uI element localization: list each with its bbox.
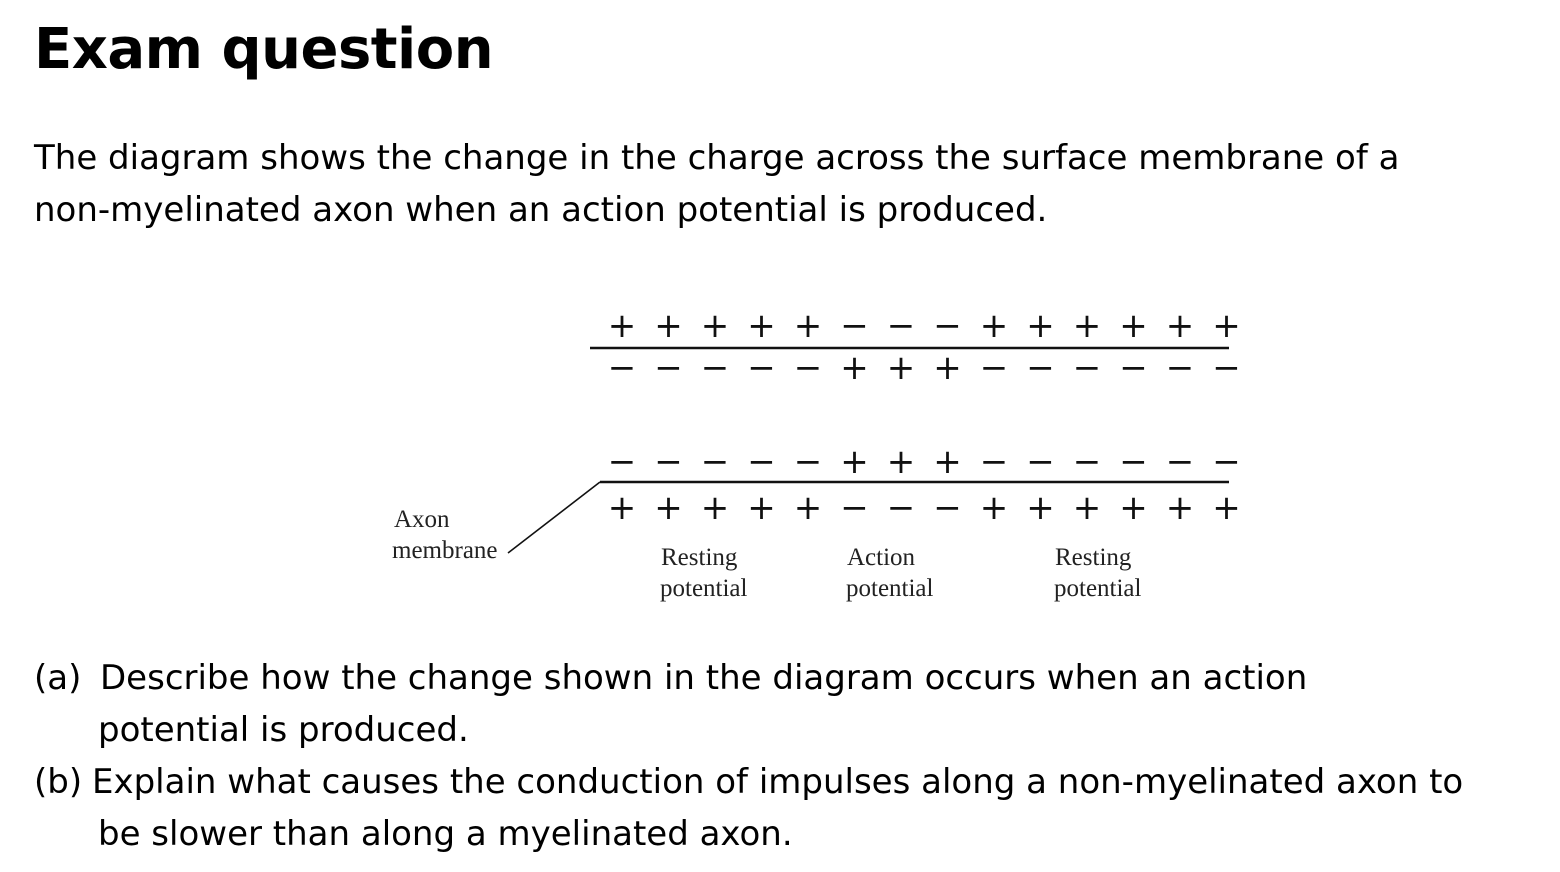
question-b-line-1: Explain what causes the conduction of im…: [92, 762, 1464, 802]
bottom-inner-charge-7: +: [887, 442, 916, 482]
top-outer-charge-9: +: [980, 306, 1009, 346]
bottom-outer-charge-11: +: [1073, 488, 1102, 528]
bottom-outer-charge-3: +: [701, 488, 730, 528]
bottom-outer-charge-12: +: [1119, 488, 1148, 528]
top-outer-charge-7: −: [887, 306, 916, 346]
top-inner-charge-10: −: [1026, 348, 1055, 388]
top-outer-charge-13: +: [1166, 306, 1195, 346]
top-outer-charge-4: +: [747, 306, 776, 346]
bottom-inner-charge-11: −: [1073, 442, 1102, 482]
top-inner-charge-2: −: [654, 348, 683, 388]
bottom-inner-charge-3: −: [701, 442, 730, 482]
bottom-inner-charge-5: −: [794, 442, 823, 482]
membrane-label-line-2: membrane: [392, 537, 498, 564]
intro-line-1: The diagram shows the change in the char…: [34, 138, 1400, 178]
top-outer-charge-14: +: [1212, 306, 1241, 346]
charge-symbols: +++++−−−++++++−−−−−+++−−−−−−−−−−−+++−−−−…: [608, 306, 1241, 528]
bottom-inner-charge-12: −: [1119, 442, 1148, 482]
top-inner-charge-11: −: [1073, 348, 1102, 388]
bottom-inner-charge-9: −: [980, 442, 1009, 482]
top-inner-charge-4: −: [747, 348, 776, 388]
top-outer-charge-10: +: [1026, 306, 1055, 346]
questions: (a) Describe how the change shown in the…: [34, 652, 1534, 860]
question-a: (a) Describe how the change shown in the…: [34, 652, 1534, 756]
bottom-outer-charge-6: −: [840, 488, 869, 528]
top-inner-charge-1: −: [608, 348, 637, 388]
question-a-line-1: Describe how the change shown in the dia…: [100, 658, 1308, 698]
page-title: Exam question: [34, 17, 494, 82]
bottom-outer-charge-10: +: [1026, 488, 1055, 528]
top-inner-charge-13: −: [1166, 348, 1195, 388]
top-inner-charge-12: −: [1119, 348, 1148, 388]
top-outer-charge-2: +: [654, 306, 683, 346]
intro-text: The diagram shows the change in the char…: [34, 132, 1514, 236]
top-outer-charge-8: −: [933, 306, 962, 346]
bottom-outer-charge-7: −: [887, 488, 916, 528]
bottom-outer-charge-4: +: [747, 488, 776, 528]
question-a-marker: (a): [34, 658, 82, 698]
bottom-inner-charge-14: −: [1212, 442, 1241, 482]
bottom-outer-charge-9: +: [980, 488, 1009, 528]
bottom-inner-charge-1: −: [608, 442, 637, 482]
question-b: (b) Explain what causes the conduction o…: [34, 756, 1534, 860]
membrane-pointer-line: [507, 481, 601, 554]
bottom-outer-charge-8: −: [933, 488, 962, 528]
top-outer-charge-1: +: [608, 306, 637, 346]
region-label-resting-1-line-2: potential: [660, 575, 748, 602]
bottom-outer-charge-5: +: [794, 488, 823, 528]
top-inner-charge-5: −: [794, 348, 823, 388]
question-a-line-2: potential is produced.: [98, 710, 469, 750]
question-b-line-2: be slower than along a myelinated axon.: [98, 814, 793, 854]
region-label-resting-2-line-1: Resting: [1055, 544, 1132, 571]
bottom-inner-charge-2: −: [654, 442, 683, 482]
question-b-marker: (b): [34, 762, 83, 802]
top-inner-charge-7: +: [887, 348, 916, 388]
region-label-action-line-1: Action: [847, 544, 916, 571]
region-label-resting-2-line-2: potential: [1054, 575, 1142, 602]
bottom-outer-charge-14: +: [1212, 488, 1241, 528]
top-inner-charge-8: +: [933, 348, 962, 388]
top-inner-charge-6: +: [840, 348, 869, 388]
top-inner-charge-3: −: [701, 348, 730, 388]
bottom-inner-charge-6: +: [840, 442, 869, 482]
region-label-action-line-2: potential: [846, 575, 934, 602]
top-outer-charge-5: +: [794, 306, 823, 346]
bottom-inner-charge-10: −: [1026, 442, 1055, 482]
intro-line-2: non-myelinated axon when an action poten…: [34, 190, 1048, 230]
bottom-outer-charge-2: +: [654, 488, 683, 528]
top-outer-charge-6: −: [840, 306, 869, 346]
bottom-inner-charge-8: +: [933, 442, 962, 482]
region-label-resting-1-line-1: Resting: [661, 544, 738, 571]
bottom-inner-charge-4: −: [747, 442, 776, 482]
bottom-inner-charge-13: −: [1166, 442, 1195, 482]
top-outer-charge-12: +: [1119, 306, 1148, 346]
bottom-outer-charge-1: +: [608, 488, 637, 528]
membrane-label-line-1: Axon: [394, 506, 450, 533]
top-outer-charge-11: +: [1073, 306, 1102, 346]
top-inner-charge-14: −: [1212, 348, 1241, 388]
top-outer-charge-3: +: [701, 306, 730, 346]
top-inner-charge-9: −: [980, 348, 1009, 388]
bottom-outer-charge-13: +: [1166, 488, 1195, 528]
